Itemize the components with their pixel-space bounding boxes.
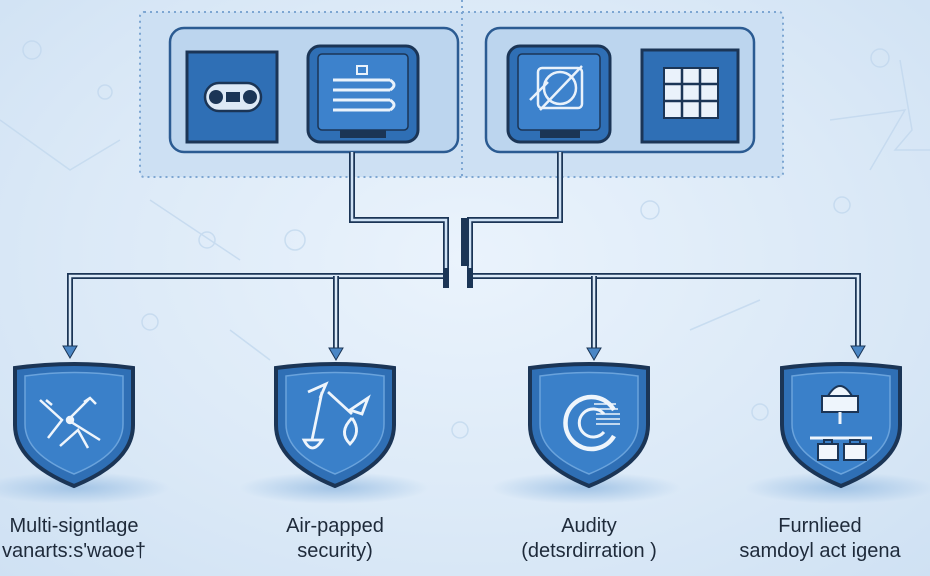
module-tile-server-stack bbox=[306, 44, 420, 144]
caption-line2: security) bbox=[297, 540, 373, 562]
caption-line2: samdoyl act igena bbox=[739, 540, 901, 562]
caption-audit: Audity (detsrdirration ) bbox=[469, 514, 709, 564]
audit-gauge-icon bbox=[563, 394, 620, 452]
background-decoration bbox=[0, 40, 930, 439]
caption-line1: Furnlieed bbox=[778, 515, 862, 537]
caption-line1: Audity bbox=[561, 515, 617, 537]
shield-air-gapped bbox=[274, 362, 396, 489]
caption-air-gapped: Air-papped security) bbox=[215, 514, 455, 564]
shield-shadows bbox=[0, 472, 930, 504]
caption-multi-signature: Multi-signtlage vanarts:s'waoe† bbox=[0, 514, 194, 564]
arrow-heads bbox=[62, 345, 866, 361]
server-stack-icon bbox=[333, 65, 396, 112]
module-tile-blocked-device bbox=[506, 44, 612, 144]
caption-line2: (detsrdirration ) bbox=[521, 540, 657, 562]
lock-hardware-icon bbox=[810, 385, 872, 461]
signature-arrows-icon bbox=[39, 396, 101, 449]
shield-multi-signature bbox=[13, 362, 135, 489]
tools-icon bbox=[301, 381, 371, 450]
caption-hardware-lock: Furnlieed samdoyl act igena bbox=[700, 514, 930, 564]
blocked-device-icon bbox=[529, 65, 584, 111]
grid-icon bbox=[663, 67, 719, 119]
caption-line2: vanarts:s'waoe† bbox=[2, 540, 146, 562]
connector-lines bbox=[67, 152, 861, 352]
shield-audit bbox=[528, 362, 650, 489]
caption-line1: Air-papped bbox=[286, 515, 384, 537]
caption-line1: Multi-signtlage bbox=[9, 515, 139, 537]
shield-hardware-lock bbox=[780, 362, 902, 489]
module-tile-grid bbox=[640, 48, 740, 144]
connector-icon bbox=[203, 81, 263, 113]
module-tile-connector bbox=[185, 50, 279, 144]
